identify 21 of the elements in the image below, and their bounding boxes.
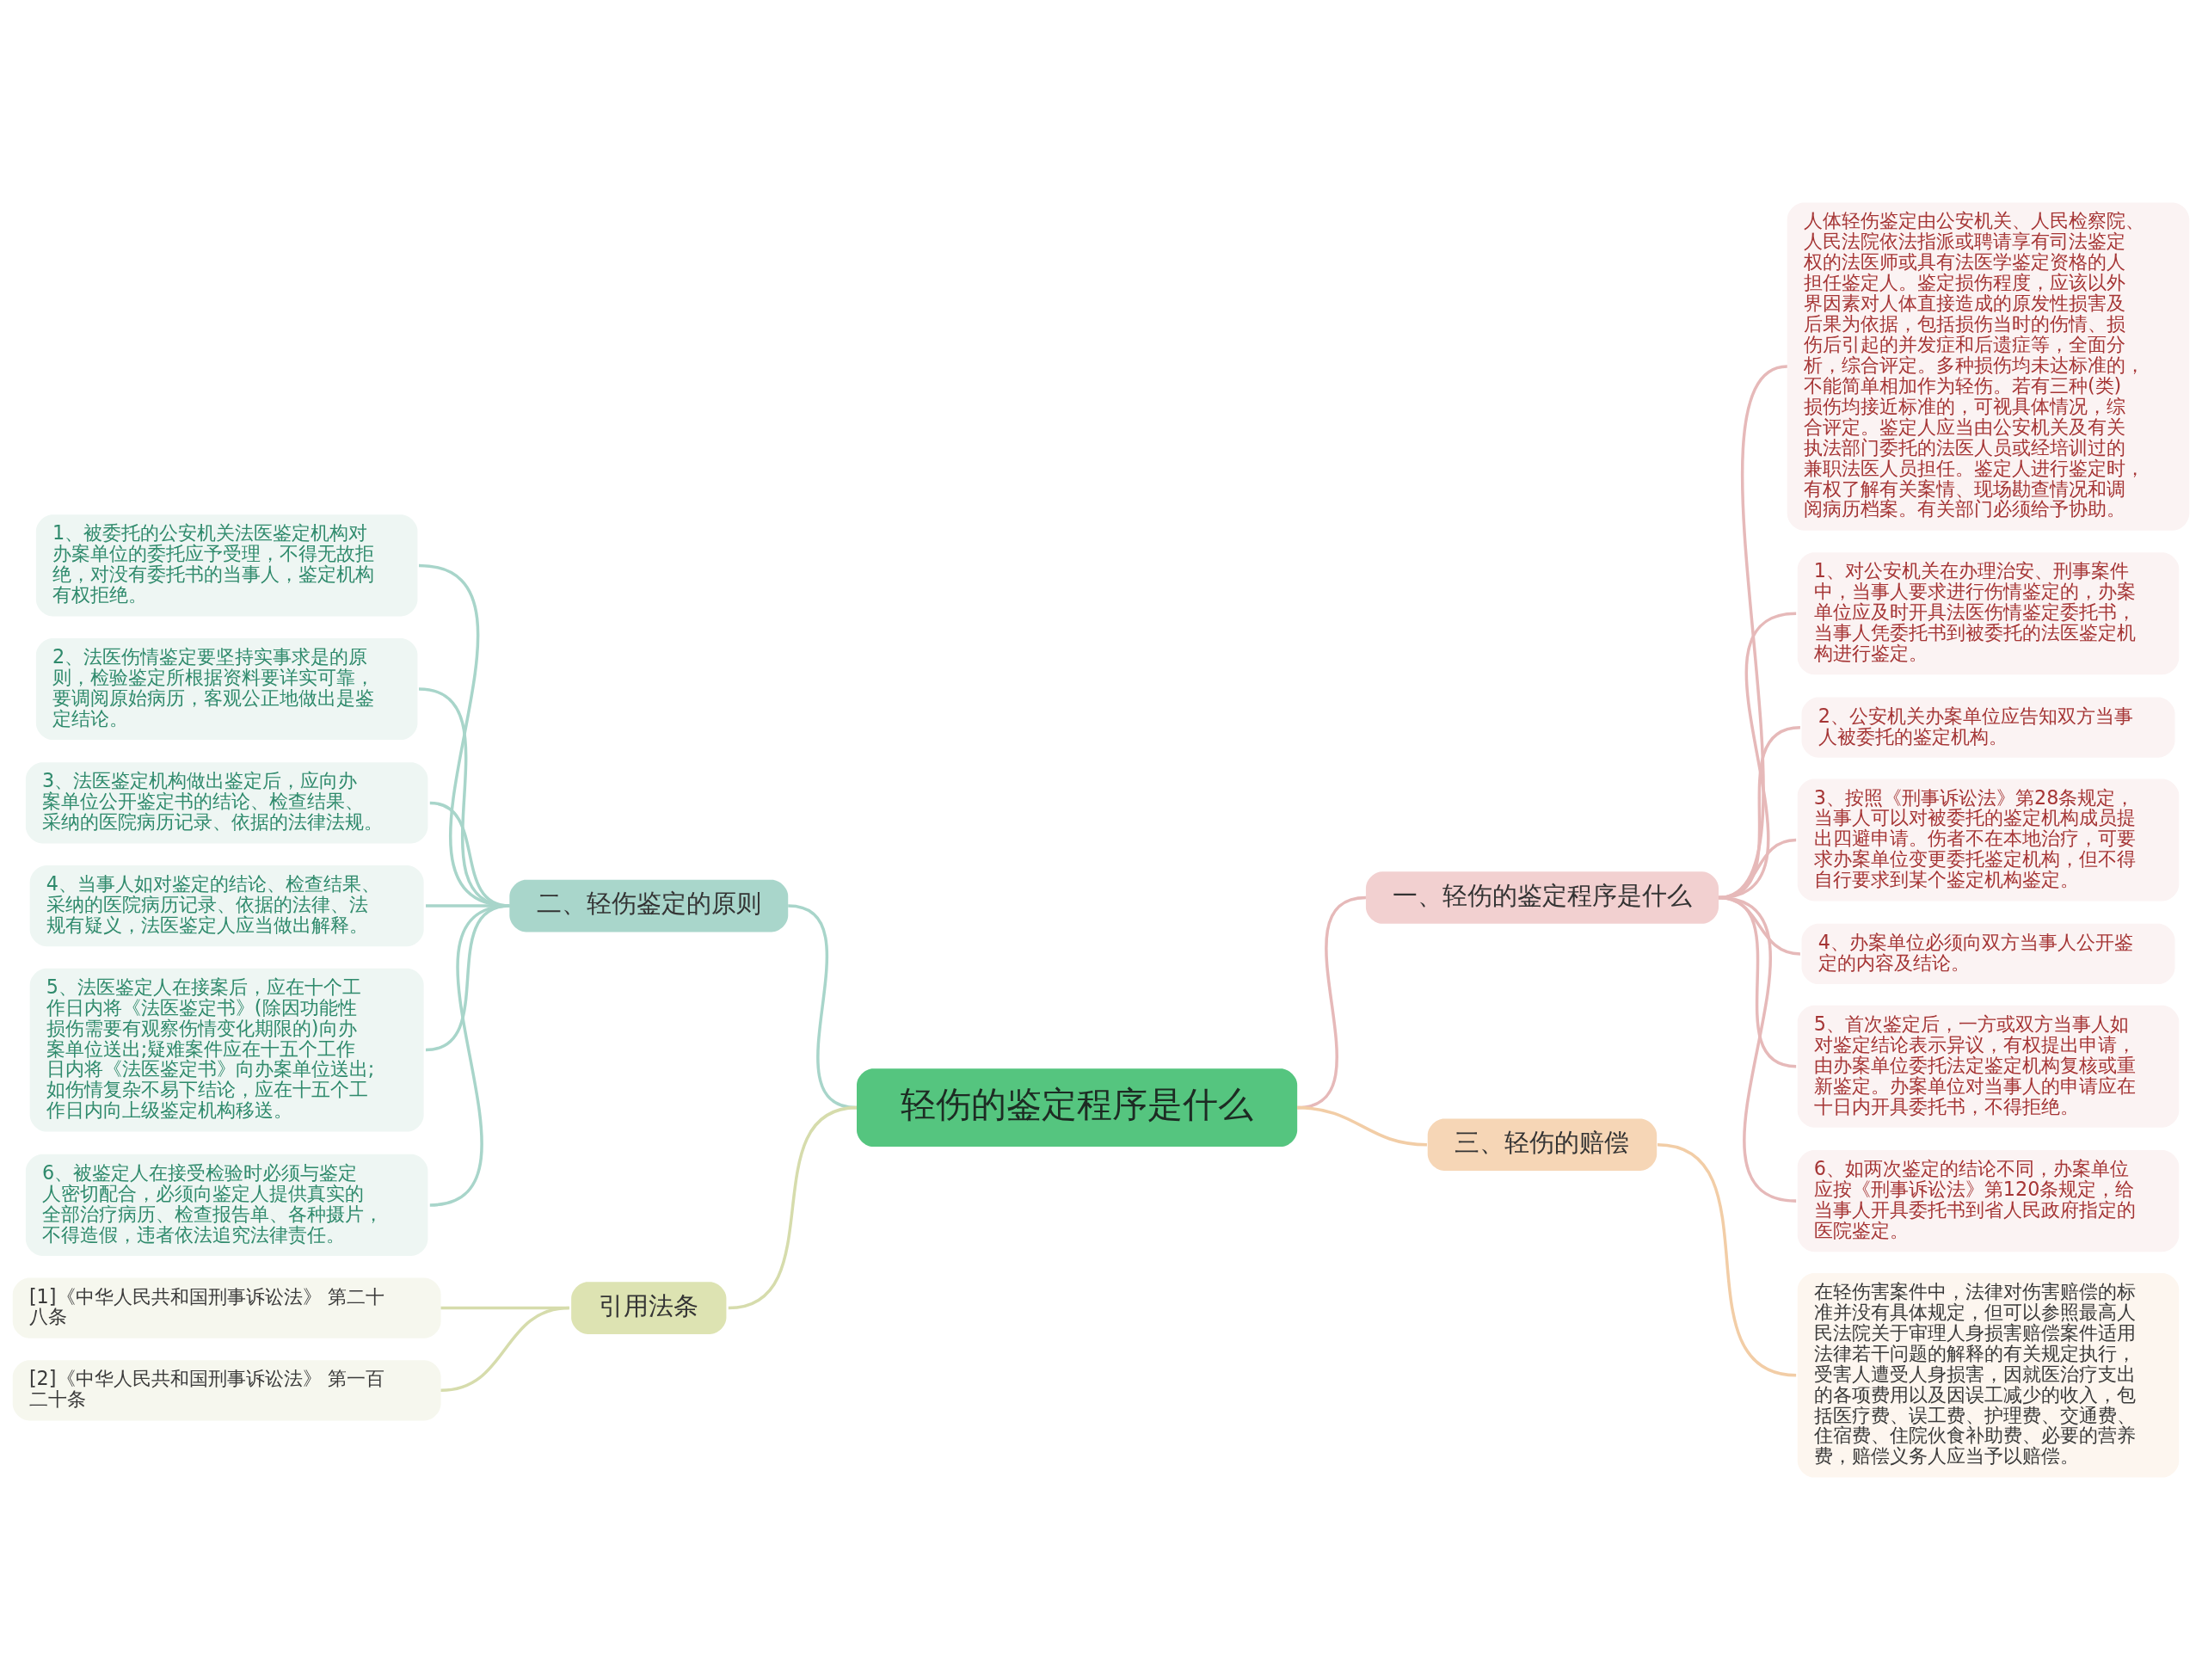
connector: [440, 1306, 569, 1393]
node-box: 在轻伤害案件中，法律对伤害赔偿的标准并没有具体规定，但可以参照最高人民法院关于审理人身损害赔偿案件适用法律若干问题的解释的有关规定执行，受害人遭受人身损害，因就医治疗支出的各项费用以及因误工减少的收入，包括医疗费、误工费、护理费、交通费、住宿费、住院伙食补助费、必要的营养费，赔偿义务人应当予以赔偿。: [1797, 1272, 2180, 1478]
node-box: [1]《中华人民共和国刑事诉讼法》 第二十八条: [12, 1277, 441, 1338]
node-box: 3、按照《刑事诉讼法》第28条规定，当事人可以对被委托的鉴定机构成员提出四避申请。伤者不在本地治疗，可要求办案单位变更委托鉴定机构，但不得自行要求到某个鉴定机构鉴定。: [1797, 778, 2180, 902]
node-box: [2]《中华人民共和国刑事诉讼法》 第一百二十条: [12, 1360, 441, 1421]
node-box: 一、轻伤的鉴定程序是什么: [1365, 871, 1719, 924]
node-box: 5、首次鉴定后，一方或双方当事人如对鉴定结论表示异议，有权提出申请，由办案单位委托法定鉴定机构复核或重新鉴定。办案单位对当事人的申请应在十日内开具委托书，不得拒绝。: [1797, 1005, 2180, 1128]
node-box: 2、公安机关办案单位应告知双方当事人被委托的鉴定机构。: [1801, 697, 2175, 758]
node-box: 轻伤的鉴定程序是什么: [857, 1068, 1298, 1148]
node-box: 1、对公安机关在办理治安、刑事案件中，当事人要求进行伤情鉴定的，办案单位应及时开具法医伤情鉴定委托书，当事人凭委托书到被委托的法医鉴定机构进行鉴定。: [1797, 552, 2180, 675]
node-box: 二、轻伤鉴定的原则: [509, 879, 789, 932]
node-box: 2、法医伤情鉴定要坚持实事求是的原则，检验鉴定所根据资料要详实可靠，要调阅原始病历，客观公正地做出是鉴定结论。: [35, 637, 418, 741]
node-box: 人体轻伤鉴定由公安机关、人民检察院、人民法院依法指派或聘请享有司法鉴定权的法医师或具有法医学鉴定资格的人担任鉴定人。鉴定损伤程度，应该以外界因素对人体直接造成的原发性损害及后果为依据，包括损伤当时的伤情、损伤后引起的并发症和后遗症等，全面分析，综合评定。多种损伤均未达标准的，不能简单相加作为轻伤。若有三种(类)损伤均接近标准的，可视具体情况，综合评定。鉴定人应当由公安机关及有关执法部门委托的法医人员或经培训过的兼职法医人员担任。鉴定人进行鉴定时，有权了解有关案情、现场勘查情况和调阅病历档案。有关部门必须给予协助。: [1787, 202, 2190, 531]
node-box: 4、办案单位必须向双方当事人公开鉴定的内容及结论。: [1801, 923, 2175, 985]
node-box: 6、如两次鉴定的结论不同，办案单位应按《刑事诉讼法》第120条规定，给当事人开具委托书到省人民政府指定的医院鉴定。: [1797, 1150, 2180, 1252]
node-box: 1、被委托的公安机关法医鉴定机构对办案单位的委托应予受理，不得无故拒绝，对没有委托书的当事人，鉴定机构有权拒绝。: [35, 514, 418, 617]
node-box: 引用法条: [571, 1282, 727, 1334]
node-box: 三、轻伤的赔偿: [1427, 1118, 1658, 1171]
connector: [728, 1105, 858, 1310]
connector: [1657, 1142, 1797, 1377]
connector: [1297, 1105, 1428, 1147]
